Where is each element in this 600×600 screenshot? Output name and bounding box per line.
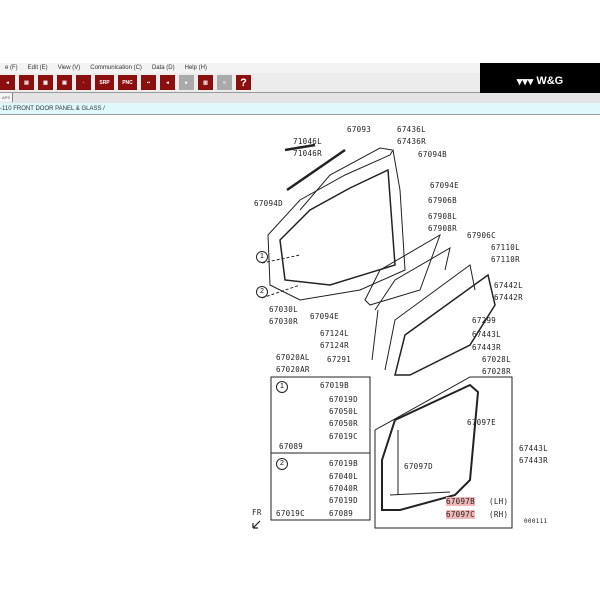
part-label[interactable]: 67019D: [329, 395, 358, 404]
part-label[interactable]: 67436R: [397, 137, 426, 146]
callout-1: 1: [256, 251, 268, 263]
part-label[interactable]: 67030L: [269, 305, 298, 314]
side-note: (RH): [489, 510, 509, 519]
part-label[interactable]: 67050R: [329, 419, 358, 428]
part-label[interactable]: 67028L: [482, 355, 511, 364]
part-label[interactable]: 67908R: [428, 224, 457, 233]
weatherstrip: [381, 383, 480, 511]
zoom-button[interactable]: ◦: [76, 75, 91, 90]
print-button[interactable]: ▦: [38, 75, 53, 90]
callout-2-detail: 2: [276, 458, 288, 470]
part-label[interactable]: 67094E: [430, 181, 459, 190]
part-label[interactable]: 67443L: [519, 444, 548, 453]
side-note: (LH): [489, 497, 509, 506]
part-label[interactable]: 67906C: [467, 231, 496, 240]
part-label[interactable]: 67019C: [329, 432, 358, 441]
weatherstrip-box: [374, 376, 513, 529]
toolbar: ◂ ▤ ▦ ▣ ◦ SRP PNC ▪▪ ◂ ▸ ▥ ≡ ?: [0, 73, 480, 93]
part-label[interactable]: 67019D: [329, 496, 358, 505]
part-label[interactable]: 67089: [279, 442, 304, 451]
part-label[interactable]: 67050L: [329, 407, 358, 416]
forward-button[interactable]: ▸: [179, 75, 194, 90]
front-arrow-icon: [252, 520, 261, 529]
menu-bar: e (F) Edit (E) View (V) Communication (C…: [0, 63, 480, 73]
help-button[interactable]: ?: [236, 75, 251, 90]
part-label[interactable]: 67028R: [482, 367, 511, 376]
menu-communication[interactable]: Communication (C): [90, 65, 142, 71]
back-button[interactable]: ◂: [160, 75, 175, 90]
menu-help[interactable]: Help (H): [184, 65, 207, 71]
menu-view[interactable]: View (V): [57, 65, 81, 71]
part-label[interactable]: 67124L: [320, 329, 349, 338]
part-label[interactable]: 67097D: [404, 462, 433, 471]
tab-strip: APS: [0, 93, 600, 103]
detail-box-2: [270, 452, 371, 521]
part-label[interactable]: 67908L: [428, 212, 457, 221]
part-label[interactable]: 67110R: [491, 255, 520, 264]
part-label[interactable]: 67299: [472, 316, 497, 325]
part-label[interactable]: 71046L: [293, 137, 322, 146]
menu-file[interactable]: e (F): [5, 65, 18, 71]
part-label[interactable]: 67094E: [310, 312, 339, 321]
part-label[interactable]: 67110L: [491, 243, 520, 252]
grid-button[interactable]: ▪▪: [141, 75, 156, 90]
part-label[interactable]: 67442L: [494, 281, 523, 290]
menu-edit[interactable]: Edit (E): [27, 65, 48, 71]
srp-button[interactable]: SRP: [95, 75, 114, 90]
page-title: -110 FRONT DOOR PANEL & GLASS /: [0, 103, 600, 115]
diagram-id: 000111: [524, 518, 548, 525]
part-label[interactable]: 67093: [347, 125, 372, 134]
front-label: FR: [252, 508, 262, 517]
part-label[interactable]: 67019C: [276, 509, 305, 518]
part-label[interactable]: 67089: [329, 509, 354, 518]
logo-icon: ▾▾▾: [516, 75, 534, 88]
door-panel: [267, 143, 406, 301]
exit-button[interactable]: ◂: [0, 75, 15, 90]
part-label[interactable]: 67443L: [472, 330, 501, 339]
part-label[interactable]: 67124R: [320, 341, 349, 350]
print-preview-button[interactable]: ▤: [19, 75, 34, 90]
part-label-highlighted[interactable]: 67097C: [446, 510, 475, 519]
settings-button[interactable]: ≡: [217, 75, 232, 90]
callout-2: 2: [256, 286, 268, 298]
part-label[interactable]: 71046R: [293, 149, 322, 158]
part-label[interactable]: 67040R: [329, 484, 358, 493]
pnc-button[interactable]: PNC: [118, 75, 137, 90]
part-label[interactable]: 67020AR: [276, 365, 310, 374]
part-label[interactable]: 67040L: [329, 472, 358, 481]
part-label[interactable]: 67030R: [269, 317, 298, 326]
part-label-highlighted[interactable]: 67097B: [446, 497, 475, 506]
part-label[interactable]: 67094B: [418, 150, 447, 159]
part-label[interactable]: 67442R: [494, 293, 523, 302]
tab-aps[interactable]: APS: [0, 93, 14, 102]
menu-data[interactable]: Data (D): [151, 65, 175, 71]
glass-and-seals: [364, 233, 496, 376]
part-label[interactable]: 67291: [327, 355, 352, 364]
part-label[interactable]: 67019B: [329, 459, 358, 468]
part-label[interactable]: 67436L: [397, 125, 426, 134]
list-button[interactable]: ▥: [198, 75, 213, 90]
part-label[interactable]: 67019B: [320, 381, 349, 390]
callout-1-detail: 1: [276, 381, 288, 393]
part-label[interactable]: 67906B: [428, 196, 457, 205]
part-label[interactable]: 67443R: [519, 456, 548, 465]
part-label[interactable]: 67443R: [472, 343, 501, 352]
part-label[interactable]: 67020AL: [276, 353, 310, 362]
part-label[interactable]: 67094D: [254, 199, 283, 208]
document-button[interactable]: ▣: [57, 75, 72, 90]
part-label[interactable]: 67097E: [467, 418, 496, 427]
